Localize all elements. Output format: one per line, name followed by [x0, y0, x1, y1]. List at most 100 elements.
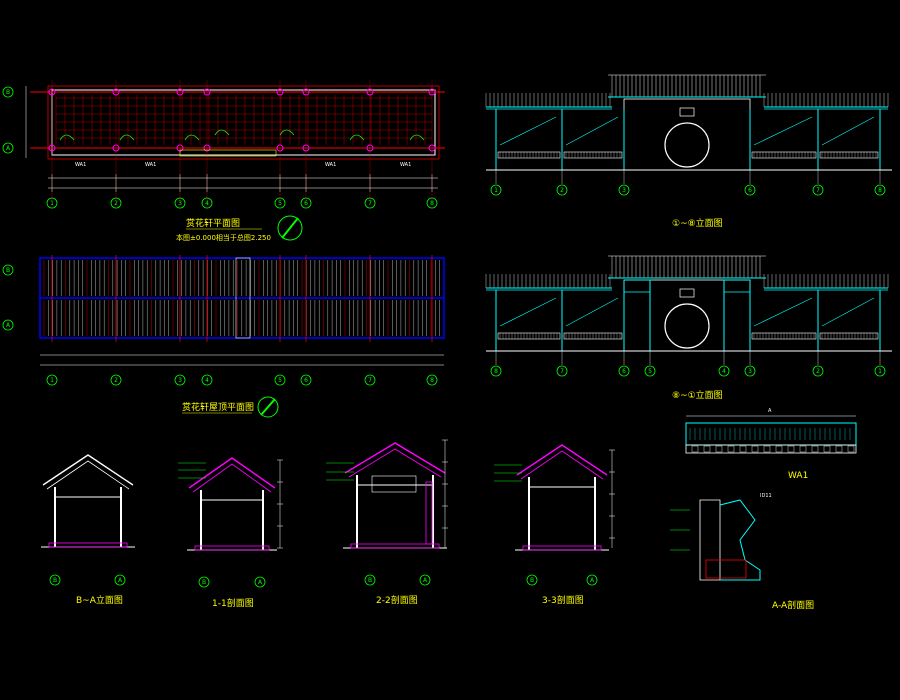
sec2-base — [350, 543, 440, 549]
bench-mark — [349, 134, 365, 141]
moon-gate — [664, 122, 710, 168]
north-arrow-1 — [277, 215, 303, 241]
roof-row-bubble-label: B — [6, 267, 10, 274]
roof-axis-bubble — [426, 374, 438, 386]
roof-axis-bubble-label: 2 — [114, 377, 118, 384]
elev-axis-bubble — [812, 365, 824, 377]
roof-axis-bubble — [110, 374, 122, 386]
plan-lattice — [55, 95, 432, 145]
elev-axis-bubble-label: 4 — [722, 368, 726, 375]
wa1-block — [739, 445, 747, 453]
section-axis-bubble — [254, 576, 266, 588]
elev-brace — [565, 297, 619, 327]
plan-axis-bubble-label: 4 — [205, 200, 209, 207]
wa1-dim: A — [768, 408, 772, 414]
sec1-base — [194, 545, 270, 551]
elev-side-title: B~A立面图 — [76, 594, 123, 606]
section-axis-bubble — [419, 574, 431, 586]
section-2-title: 2-2剖面图 — [376, 594, 418, 606]
roof-axis-bubble-label: 3 — [178, 377, 182, 384]
elev-axis-bubble — [618, 184, 630, 196]
section-axis-bubble-label: B — [530, 577, 534, 584]
elev-front-2-title: ⑧~①立面图 — [672, 389, 723, 401]
elev-axis-bubble — [556, 365, 568, 377]
elev-axis-bubble-label: 1 — [494, 187, 498, 194]
wa1-block — [835, 445, 843, 453]
roof-axis-bubble-label: 1 — [50, 377, 54, 384]
section-axis-bubble — [198, 576, 210, 588]
sec3-roof-inner — [520, 450, 604, 480]
section-axis-bubble — [364, 574, 376, 586]
wa1-wall-top — [685, 422, 857, 446]
floor-plan-subtitle: 本图±0.000相当于总图2.250 — [176, 233, 271, 242]
section-axis-bubble — [586, 574, 598, 586]
elev-brace — [753, 297, 813, 327]
section-axis-bubble — [114, 574, 126, 586]
roof-axis-bubble-label: 5 — [278, 377, 282, 384]
roof-axis-bubble — [364, 374, 376, 386]
plan-step — [179, 149, 277, 157]
plan-row-bubble — [2, 142, 14, 154]
elev-axis-bubble-label: 5 — [648, 368, 652, 375]
elev-axis-bubble-label: 2 — [560, 187, 564, 194]
wa1-block — [799, 445, 807, 453]
plan-wall-label-1: WA1 — [75, 162, 86, 168]
elev-axis-bubble-label: 1 — [878, 368, 882, 375]
sec2-wall — [425, 481, 433, 545]
north-arrow-2 — [257, 396, 279, 418]
elev-axis-bubble-label: 3 — [748, 368, 752, 375]
elev-axis-bubble-label: 7 — [560, 368, 564, 375]
aa-note: ID11 — [760, 493, 772, 499]
plan-axis-bubble-label: 3 — [178, 200, 182, 207]
elev-axis-bubble — [490, 365, 502, 377]
section-axis-bubble-label: A — [423, 577, 428, 584]
wa1-block — [775, 445, 783, 453]
roof-row-bubble — [2, 319, 14, 331]
roof-axis-bubble — [300, 374, 312, 386]
elev-axis-bubble — [556, 184, 568, 196]
elev-railing — [497, 151, 561, 159]
sec3-roof — [516, 444, 608, 476]
roof-plan-title: 赏花轩屋顶平面图 — [182, 401, 254, 413]
elev-brace — [753, 116, 813, 146]
elev-axis-bubble — [744, 184, 756, 196]
sec2-roof — [344, 442, 446, 474]
wa1-block — [763, 445, 771, 453]
wa1-block — [703, 445, 711, 453]
elev-center-wall — [623, 98, 751, 171]
sec1-roof-inner — [192, 463, 272, 493]
wa1-block — [727, 445, 735, 453]
plan-axis-bubble-label: 5 — [278, 200, 282, 207]
wa1-block — [823, 445, 831, 453]
elev-axis-bubble — [718, 365, 730, 377]
elev-axis-bubble — [618, 365, 630, 377]
elev-brace — [499, 116, 557, 146]
elev-axis-bubble — [744, 365, 756, 377]
wa1-block — [847, 445, 855, 453]
plan-row-bubble-label: A — [6, 145, 11, 152]
section-axis-bubble-label: A — [258, 579, 263, 586]
sec1-roof — [188, 457, 276, 489]
roof-axis-bubble — [274, 374, 286, 386]
roof-axis-bubble-label: 4 — [205, 377, 209, 384]
section-1-title: 1-1剖面图 — [212, 597, 254, 609]
plan-axis-bubble-label: 2 — [114, 200, 118, 207]
side-elev-roof — [42, 454, 134, 486]
roof-row-bubble-label: A — [6, 322, 11, 329]
wa1-block — [787, 445, 795, 453]
plan-row-bubble — [2, 86, 14, 98]
elev-axis-bubble-label: 7 — [816, 187, 820, 194]
elev-window — [679, 107, 695, 117]
plan-platform-edge — [47, 85, 440, 160]
wa1-block — [691, 445, 699, 453]
plan-row-bubble-label: B — [6, 89, 10, 96]
elev-brace — [499, 297, 557, 327]
elev-brackets — [623, 279, 751, 293]
wa1-wall-base — [685, 444, 857, 454]
wa1-block — [715, 445, 723, 453]
plan-axis-bubble — [110, 197, 122, 209]
